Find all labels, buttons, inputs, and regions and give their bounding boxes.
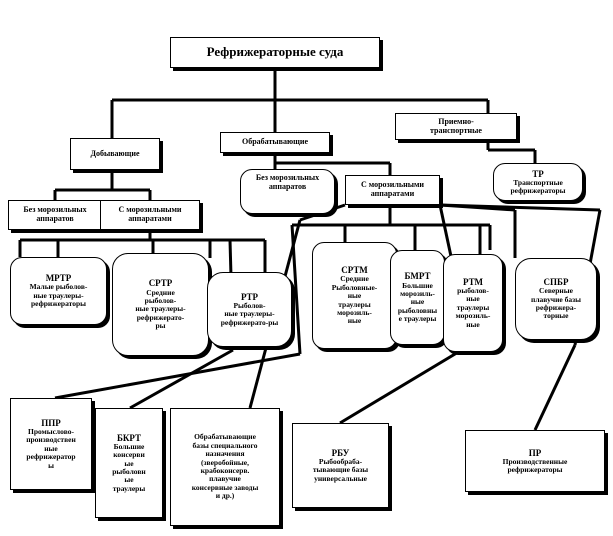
ship-type-bkrt: БКРТ Большие консерви ые рыболовн ые тра…: [95, 408, 163, 518]
fishing-with-freezers: С морозильными аппаратами: [100, 200, 200, 230]
ship-type-srtm: СРТМ Средние Рыболовные- ные траулеры мо…: [312, 242, 397, 349]
ship-type-rtm: РТМ рыболов- ные траулеры морозиль- ные: [443, 254, 503, 352]
ship-rbu-desc: Рыбообраба- тывающие базы универсальные: [312, 456, 369, 483]
ship-mrtr-abbr: МРТР: [45, 273, 72, 284]
fishing-with-freezers-label: С морозильными аппаратами: [118, 205, 182, 223]
ship-srtm-desc: Средние Рыболовные- ные траулеры морозил…: [331, 274, 378, 326]
category-processing: Обрабатывающие: [220, 132, 330, 153]
root-label: Рефрижераторные суда: [206, 44, 344, 60]
fishing-without-freezers-label: Без морозильных аппаратов: [23, 205, 87, 223]
ship-rtr-desc: Рыболов- ные траулеры- рефрижерато-ры: [220, 300, 279, 327]
ship-spbr-desc: Северные плавучие базы рефрижера- торные: [531, 286, 581, 321]
ship-srtr-abbr: СРТР: [148, 278, 173, 289]
ship-rtr-abbr: РТР: [240, 291, 259, 302]
processing-with-freezers: С морозильными аппаратами: [345, 175, 440, 205]
category-processing-label: Обрабатывающие: [242, 137, 308, 147]
ship-bkrt-desc: Большие консерви ые рыболовн ые траулеры: [112, 441, 146, 493]
category-fishing-label: Добывающие: [90, 148, 140, 158]
ship-pr-abbr: ПР: [528, 447, 542, 458]
ship-type-ppr: ППР Промыслово- производствен ные рефриж…: [10, 398, 92, 490]
processing-without-freezers: Без морозильных аппаратов: [240, 169, 335, 214]
ship-type-bmrt: БМРТ Большие морозиль- ные рыболовны е т…: [390, 250, 445, 345]
ship-type-tr: ТР Транспортные рефрижераторы: [493, 163, 583, 201]
ship-type-mrtr: МРТР Малые рыболов- ные траулеры- рефриж…: [10, 257, 107, 325]
ship-type-rbu: РБУ Рыбообраба- тывающие базы универсаль…: [292, 423, 389, 508]
ship-type-pr: ПР Производственные рефрижераторы: [465, 430, 605, 492]
ship-srtm-abbr: СРТМ: [341, 265, 368, 276]
ship-tr-desc: Транспортные рефрижераторы: [510, 177, 566, 196]
category-transport: Приемно- транспортные: [395, 113, 517, 140]
fishing-without-freezers: Без морозильных аппаратов: [8, 200, 102, 230]
ship-bmrt-desc: Большие морозиль- ные рыболовны е трауле…: [397, 280, 438, 324]
ship-type-rtr: РТР Рыболов- ные траулеры- рефрижерато-р…: [207, 272, 292, 347]
ship-type-srtr: СРТР Средние рыболов- ные траулеры- рефр…: [112, 253, 209, 356]
ship-ppr-abbr: ППР: [41, 417, 61, 428]
ship-type-special-bases: Обрабатывающие базы специального назначе…: [170, 408, 280, 526]
ship-srtr-desc: Средние рыболов- ные траулеры- рефрижера…: [135, 287, 186, 331]
ship-tr-abbr: ТР: [532, 168, 544, 179]
ship-rbu-abbr: РБУ: [331, 447, 350, 458]
root-node: Рефрижераторные суда: [170, 37, 380, 68]
processing-with-freezers-label: С морозильными аппаратами: [360, 180, 425, 198]
ship-ppr-desc: Промыслово- производствен ные рефрижерат…: [26, 427, 76, 470]
category-fishing: Добывающие: [70, 138, 160, 170]
ship-rtm-abbr: РТМ: [463, 276, 483, 287]
ship-type-spbr: СПБР Северные плавучие базы рефрижера- т…: [515, 258, 597, 340]
ship-special-bases-desc: Обрабатывающие базы специального назначе…: [191, 432, 259, 501]
processing-without-freezers-label: Без морозильных аппаратов: [255, 173, 320, 191]
ship-bmrt-abbr: БМРТ: [404, 271, 431, 282]
category-transport-label: Приемно- транспортные: [430, 116, 482, 135]
ship-mrtr-desc: Малые рыболов- ные траулеры- рефрижерато…: [29, 282, 88, 309]
ship-bkrt-abbr: БКРТ: [116, 432, 142, 443]
ship-pr-desc: Производственные рефрижераторы: [502, 456, 568, 475]
ship-spbr-abbr: СПБР: [543, 277, 569, 288]
ship-rtm-desc: рыболов- ные траулеры морозиль- ные: [455, 286, 491, 329]
